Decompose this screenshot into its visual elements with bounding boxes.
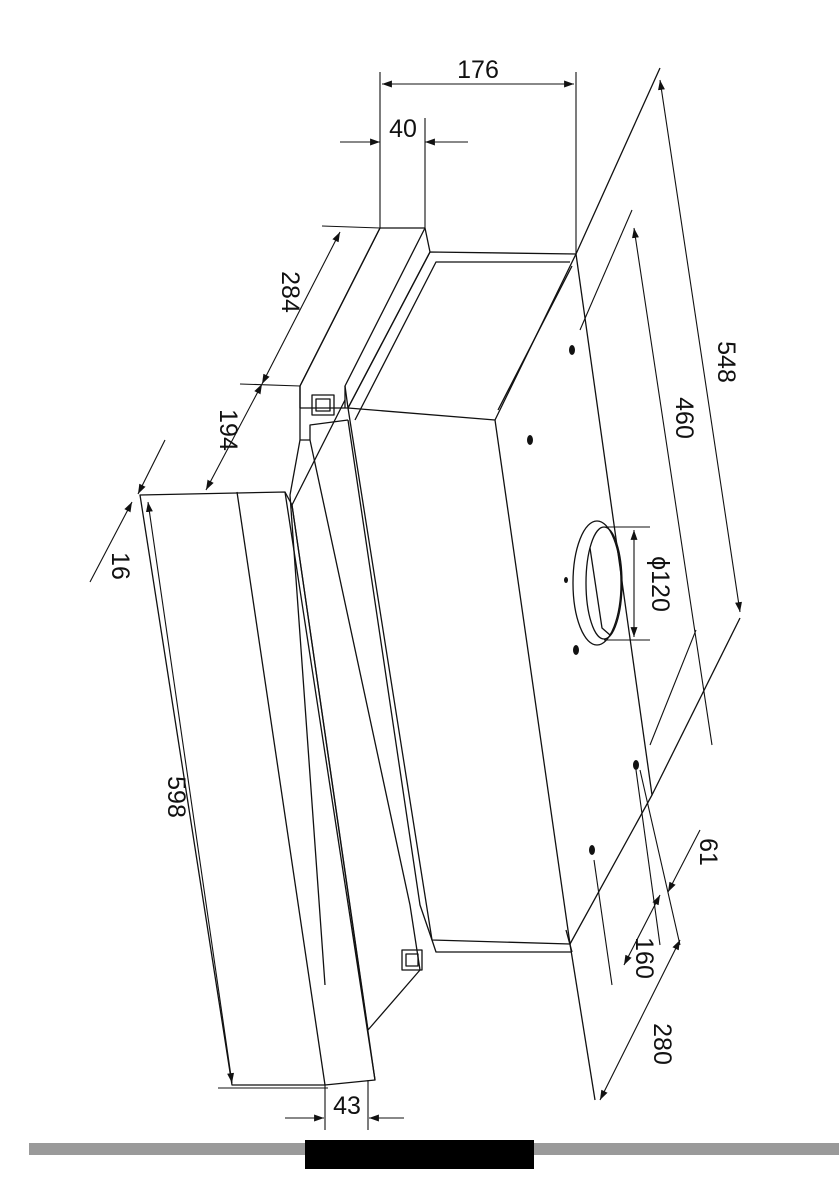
mounting-hole <box>564 577 568 583</box>
switch-box-top <box>312 395 334 415</box>
mounting-hole <box>569 345 575 355</box>
housing-top-face <box>348 252 576 420</box>
housing-bottom-face <box>570 68 660 944</box>
footer-black-block <box>305 1140 534 1169</box>
mounting-hole <box>633 760 639 770</box>
dim-label-194: 194 <box>214 409 242 451</box>
housing-top-lip <box>355 262 572 420</box>
mounting-hole <box>573 645 579 655</box>
dim-label-120: ϕ120 <box>646 556 674 612</box>
dim-label-61: 61 <box>694 838 722 866</box>
switch-box-top-inner <box>316 399 330 411</box>
footer-bar <box>29 1140 839 1169</box>
dim-label-548: 548 <box>712 341 740 383</box>
dim-label-460: 460 <box>670 397 698 439</box>
tray-body <box>300 386 348 440</box>
exhaust-flap <box>590 548 610 635</box>
dim-label-284: 284 <box>276 271 304 313</box>
exhaust-collar-outer <box>573 521 621 645</box>
tray-rail-outer <box>290 400 368 1030</box>
front-visor-edge <box>237 492 375 1085</box>
dim-label-280: 280 <box>648 1023 676 1065</box>
dim-label-598: 598 <box>162 776 190 818</box>
dim-label-43: 43 <box>333 1092 361 1120</box>
dim-label-16: 16 <box>106 552 134 580</box>
exhaust-collar-inner <box>586 527 622 639</box>
rear-block <box>300 228 430 408</box>
mounting-hole <box>527 435 533 445</box>
dim-label-40: 40 <box>389 115 417 143</box>
dim-label-160: 160 <box>630 937 658 979</box>
switch-box-bottom-inner <box>406 954 418 966</box>
dimension-labels: 176 40 284 194 16 598 43 548 460 ϕ120 61… <box>106 56 740 1120</box>
mounting-hole <box>589 845 595 855</box>
housing-left-face <box>348 408 570 944</box>
dim-label-176: 176 <box>457 56 499 84</box>
tray-rail-mid <box>310 440 420 1030</box>
housing-bottom-edge-lower <box>570 944 595 1100</box>
